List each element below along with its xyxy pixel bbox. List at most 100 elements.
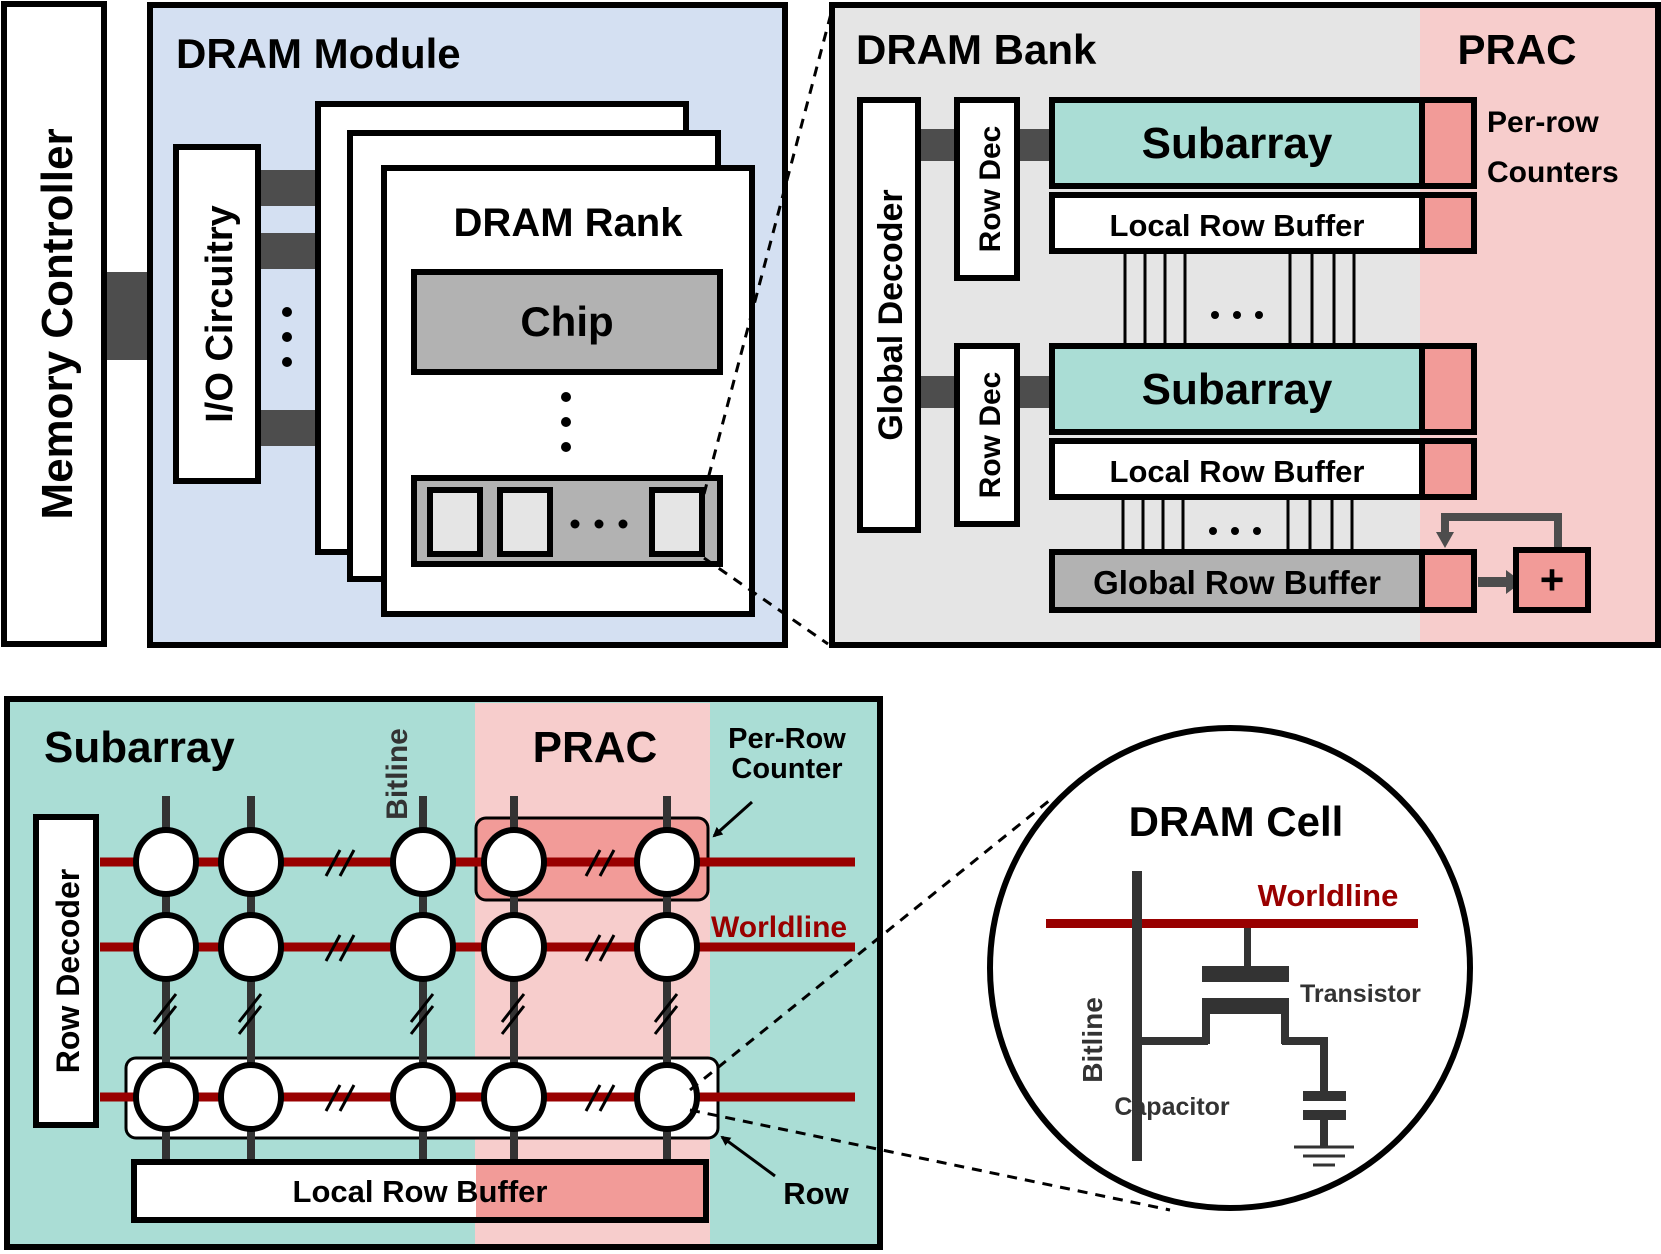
break-mark (584, 1084, 602, 1112)
local-row-buffer-2-label: Local Row Buffer (1110, 454, 1365, 489)
per-row-counter-label-1: Per-Row (728, 723, 846, 755)
row-label: Row (783, 1176, 849, 1211)
dram-cell (133, 1062, 199, 1132)
chip-with-banks (411, 475, 723, 567)
io-circuitry-label: I/O Circuitry (199, 205, 241, 423)
break-mark (338, 1084, 356, 1112)
dram-cell (218, 827, 284, 897)
per-row-counter-arrow (712, 800, 754, 838)
io-bus-1 (258, 170, 318, 206)
row-dec-2-label: Row Dec (974, 372, 1007, 499)
dram-cell-detail: DRAM Cell Worldline Bitline Transistor C… (987, 725, 1473, 1211)
gdec-bus-2 (921, 376, 957, 408)
row-arrow (720, 1135, 776, 1178)
dram-cell (218, 1062, 284, 1132)
subarray-1: Subarray (1049, 97, 1477, 189)
cell-wordline (1046, 919, 1418, 928)
bitlines-group-1 (1123, 254, 1356, 346)
per-row-counters-label-2: Counters (1487, 156, 1619, 189)
chip-dots (561, 392, 571, 452)
dram-bank-title: DRAM Bank (856, 26, 1097, 73)
bitline-dots-2 (1209, 527, 1261, 535)
capacitor-icon (1303, 1091, 1346, 1148)
dram-module: DRAM Module I/O Circuitry DRAM Rank Chip (147, 2, 788, 648)
break-mark (653, 1005, 679, 1035)
local-row-buffer-label: Local Row Buffer (293, 1174, 548, 1209)
break-mark (598, 849, 616, 877)
subarray-title: Subarray (44, 723, 235, 772)
bank-n (649, 487, 705, 557)
subarray-detail: Subarray PRAC Bitline Per-Row Counter Wo… (4, 696, 883, 1250)
io-circuitry: I/O Circuitry (173, 144, 261, 484)
break-mark (598, 934, 616, 962)
break-mark (152, 993, 178, 1023)
bank-1 (427, 487, 483, 557)
bitline-label-cell: Bitline (1077, 997, 1108, 1083)
bitline-label-subarray: Bitline (381, 728, 414, 820)
prac-title-bank: PRAC (1457, 26, 1576, 73)
dram-cell (133, 827, 199, 897)
adder: + (1513, 547, 1591, 613)
zoom-line-cell-top (689, 798, 1051, 1092)
dram-rank-title: DRAM Rank (454, 201, 684, 245)
local-row-buffer-prac-part (476, 1165, 703, 1217)
row-dec-1-label: Row Dec (974, 126, 1007, 253)
transistor-icon (1140, 928, 1328, 1093)
dram-cell (390, 1062, 456, 1132)
break-mark (500, 993, 526, 1023)
dram-cell (218, 912, 284, 982)
dram-cell (133, 912, 199, 982)
local-row-buffer-1-label: Local Row Buffer (1110, 208, 1365, 243)
zoom-line-bank-top (702, 5, 835, 495)
row-dec-2: Row Dec (954, 343, 1020, 527)
break-mark (584, 934, 602, 962)
dram-cell (390, 827, 456, 897)
break-mark (653, 993, 679, 1023)
dram-cell (634, 1062, 700, 1132)
row-dec-1: Row Dec (954, 97, 1020, 281)
break-mark (324, 1084, 342, 1112)
bank-2 (497, 487, 553, 557)
local-row-buffer-subarray: Local Row Buffer (131, 1159, 709, 1223)
memory-controller: Memory Controller (1, 1, 107, 647)
break-mark (338, 934, 356, 962)
dram-cell (634, 912, 700, 982)
break-mark (409, 993, 435, 1023)
counter-grb (1419, 549, 1477, 613)
rowdec-bus-1 (1020, 129, 1052, 161)
zoom-line-bank-bottom (703, 556, 829, 646)
dram-cell (481, 1062, 547, 1132)
dram-cell (390, 912, 456, 982)
gdec-bus-1 (921, 129, 957, 161)
dram-cell (481, 912, 547, 982)
capacitor-label: Capacitor (1114, 1093, 1230, 1121)
zoom-line-cell-bottom (689, 1108, 1171, 1212)
break-mark (409, 1005, 435, 1035)
subarray-2: Subarray (1049, 343, 1477, 435)
counter-increment-loop (1436, 513, 1562, 594)
per-row-counter-label-2: Counter (731, 753, 842, 785)
wordline-label-subarray: Worldline (711, 911, 847, 944)
break-mark (338, 849, 356, 877)
break-mark (324, 934, 342, 962)
wordline-label-cell: Worldline (1258, 878, 1399, 913)
dram-cell-title: DRAM Cell (1129, 798, 1344, 845)
bitlines-group-2 (1121, 500, 1354, 552)
global-decoder: Global Decoder (857, 97, 921, 533)
subarray-2-label: Subarray (1142, 365, 1333, 414)
counter-lrb-2 (1419, 438, 1477, 500)
break-mark (324, 849, 342, 877)
break-mark (598, 1084, 616, 1112)
dram-cell (634, 827, 700, 897)
rowdec-bus-2 (1020, 376, 1052, 408)
cell-array (100, 796, 855, 1165)
global-decoder-label: Global Decoder (872, 189, 910, 440)
dram-module-title: DRAM Module (176, 30, 461, 77)
subarray-1-label: Subarray (1142, 119, 1333, 168)
break-mark (237, 993, 263, 1023)
prac-title-subarray: PRAC (533, 723, 658, 772)
transistor-label: Transistor (1300, 980, 1421, 1008)
per-row-counters-label-1: Per-row (1487, 106, 1599, 139)
local-row-buffer-1: Local Row Buffer (1049, 192, 1477, 254)
counter-lrb-1 (1419, 192, 1477, 254)
